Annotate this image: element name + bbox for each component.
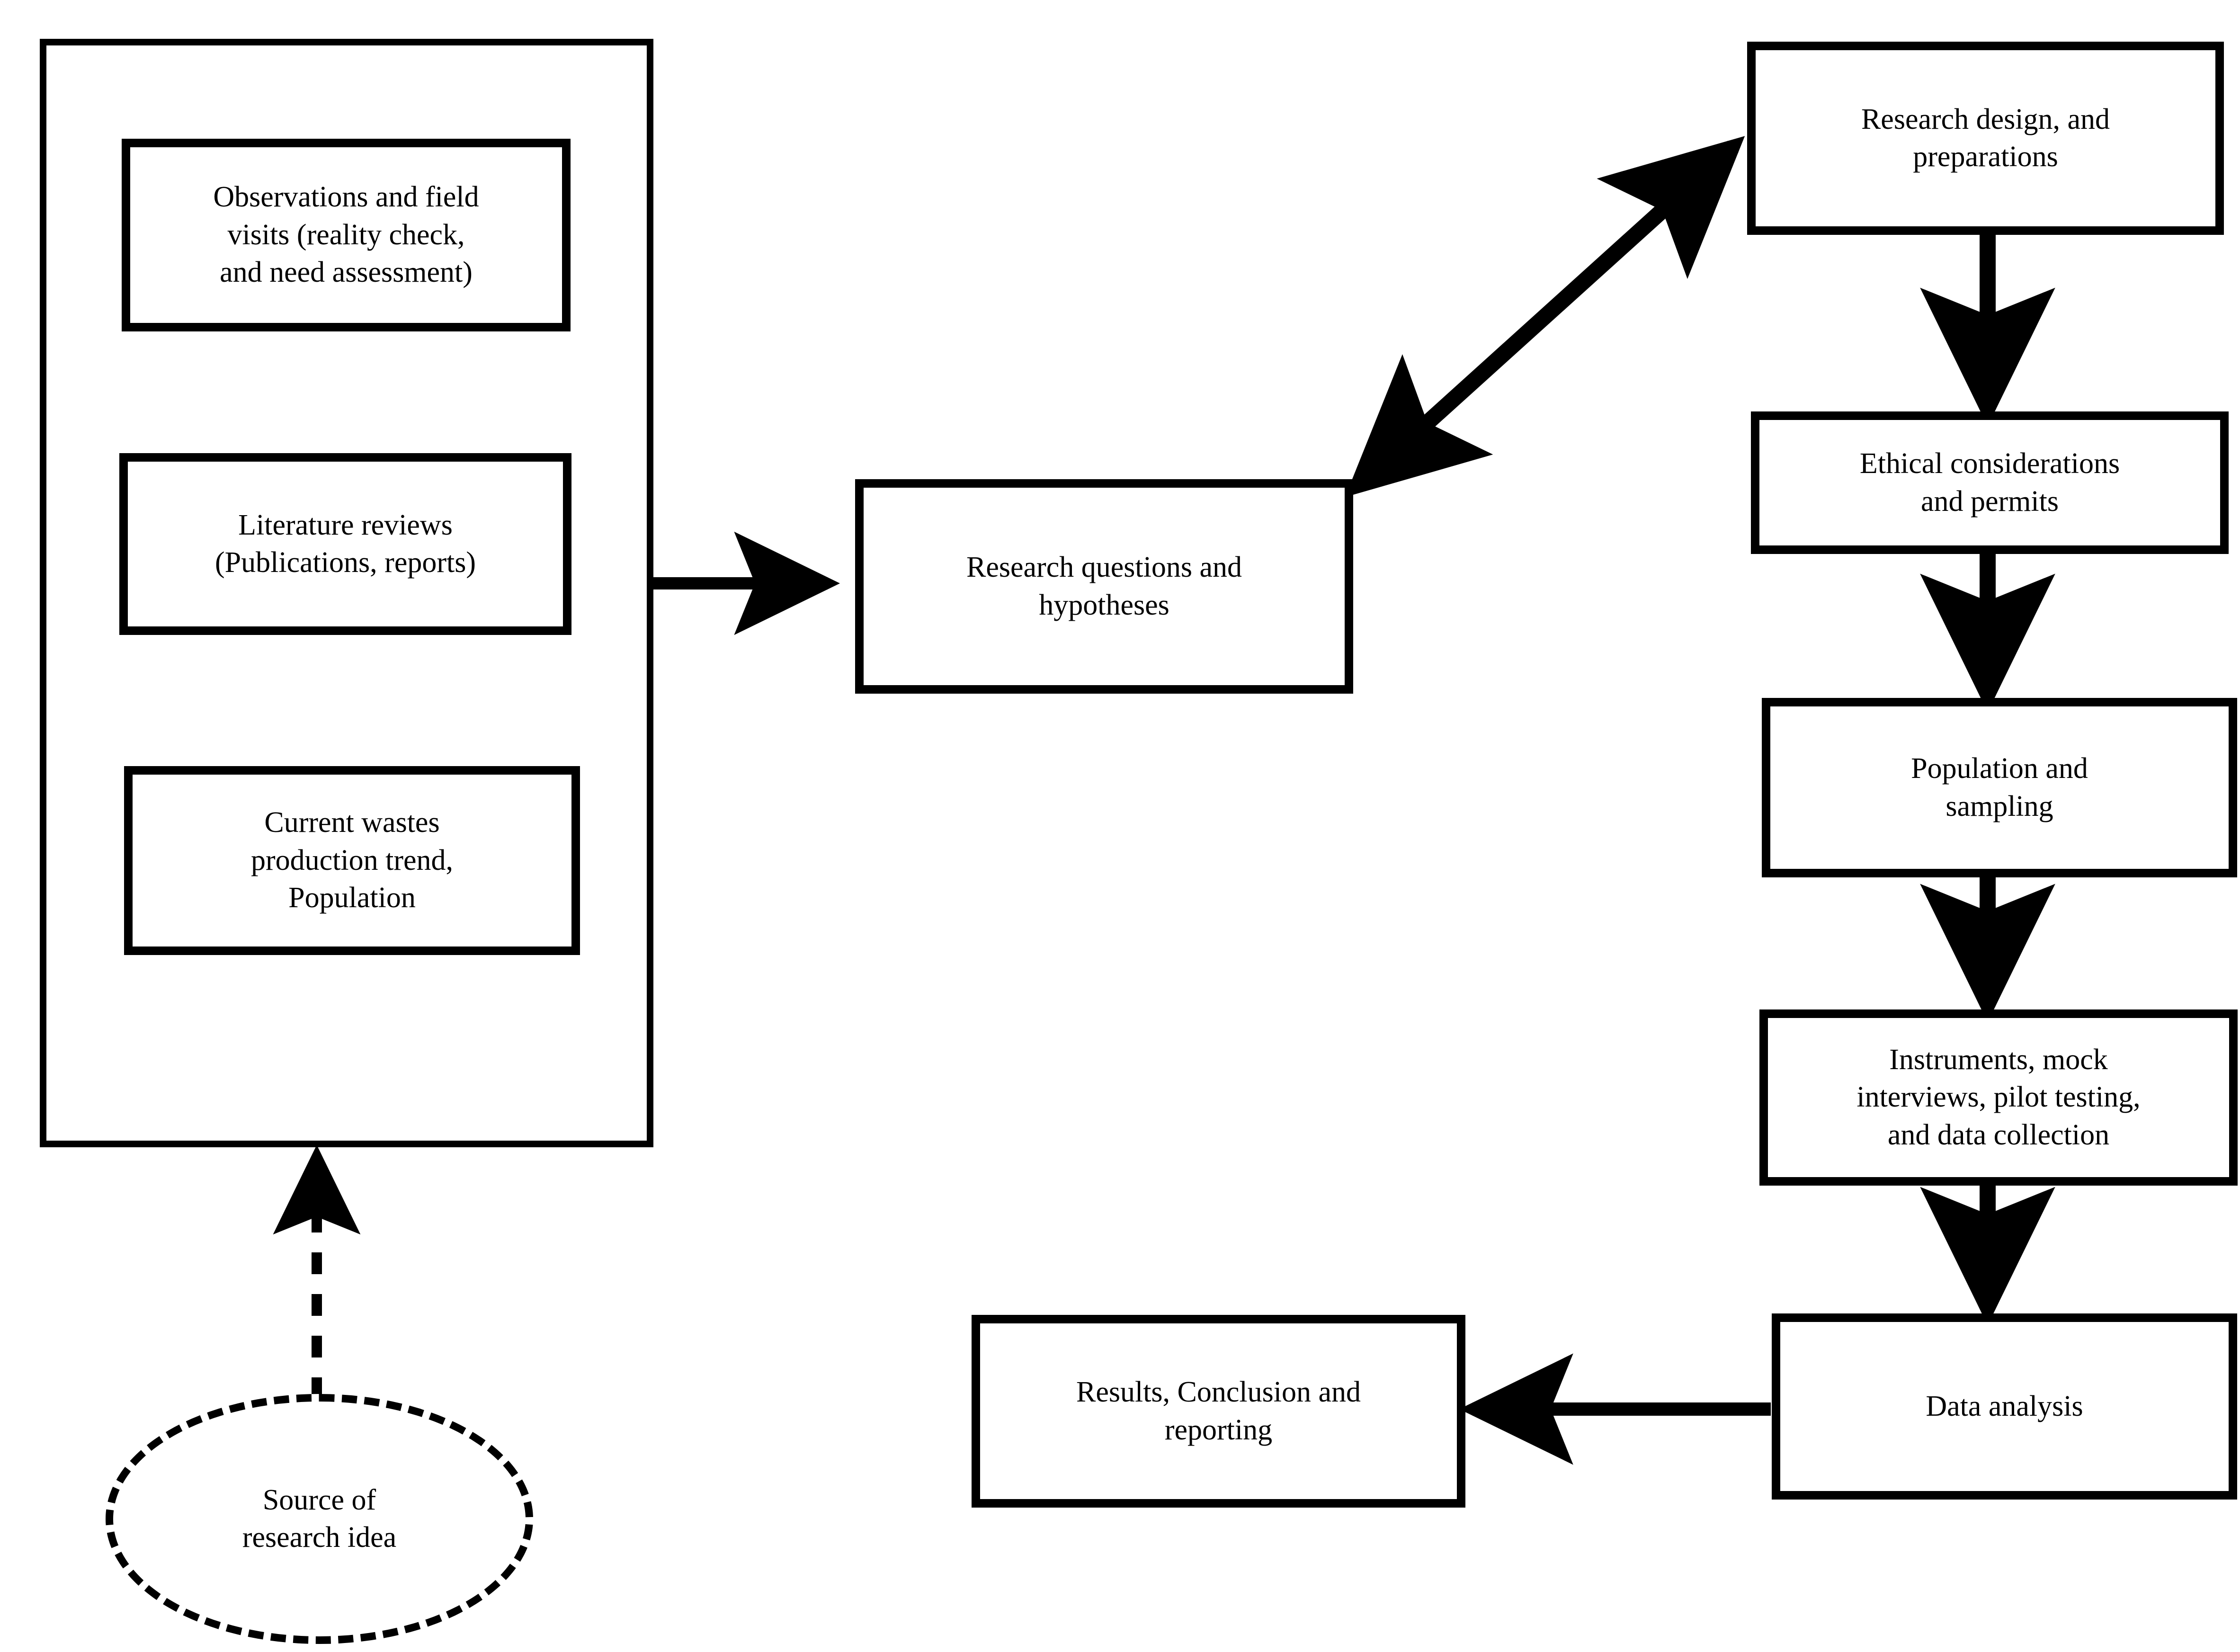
node-wastes-label: Current wastes production trend, Populat…	[250, 806, 453, 914]
node-research-questions-and-hypotheses[interactable]: Research questions and hypotheses	[855, 479, 1353, 694]
node-ethical-considerations-and-permits[interactable]: Ethical considerations and permits	[1751, 411, 2229, 554]
node-observations-and-field-visits[interactable]: Observations and field visits (reality c…	[122, 139, 571, 331]
node-research-design-label: Research design, and preparations	[1861, 103, 2110, 173]
node-instruments-mock-interviews[interactable]: Instruments, mock interviews, pilot test…	[1759, 1009, 2238, 1186]
node-data-analysis-label: Data analysis	[1926, 1390, 2083, 1422]
node-results-conclusion-reporting[interactable]: Results, Conclusion and reporting	[972, 1315, 1465, 1508]
node-literature-label: Literature reviews (Publications, report…	[214, 509, 476, 579]
node-instruments-label: Instruments, mock interviews, pilot test…	[1856, 1043, 2141, 1151]
node-observations-label: Observations and field visits (reality c…	[213, 181, 479, 289]
node-data-analysis[interactable]: Data analysis	[1772, 1313, 2237, 1500]
node-current-wastes-production[interactable]: Current wastes production trend, Populat…	[124, 766, 580, 955]
node-population-and-sampling[interactable]: Population and sampling	[1762, 698, 2237, 877]
node-source-idea-label: Source of research idea	[242, 1483, 397, 1554]
node-research-design-and-preparations[interactable]: Research design, and preparations	[1747, 42, 2224, 235]
node-source-of-research-idea[interactable]: Source of research idea	[106, 1394, 533, 1644]
node-ethical-label: Ethical considerations and permits	[1859, 447, 2120, 518]
edge-questions-to-design	[1345, 136, 1745, 497]
node-results-label: Results, Conclusion and reporting	[1076, 1376, 1361, 1446]
node-literature-reviews[interactable]: Literature reviews (Publications, report…	[119, 453, 571, 635]
node-population-label: Population and sampling	[1911, 752, 2088, 822]
node-research-questions-label: Research questions and hypotheses	[966, 551, 1242, 621]
